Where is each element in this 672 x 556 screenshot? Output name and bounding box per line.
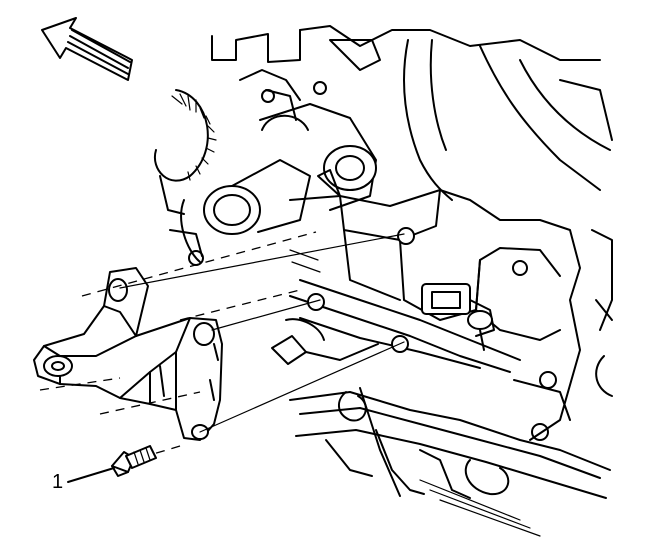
engine-assembly — [153, 25, 613, 537]
engine-mount-bracket — [33, 267, 223, 441]
callout-leader-line — [67, 467, 115, 483]
front-direction-arrow-icon — [41, 17, 133, 81]
bracket-bolt — [111, 445, 157, 477]
callout-number-1: 1 — [52, 471, 64, 493]
